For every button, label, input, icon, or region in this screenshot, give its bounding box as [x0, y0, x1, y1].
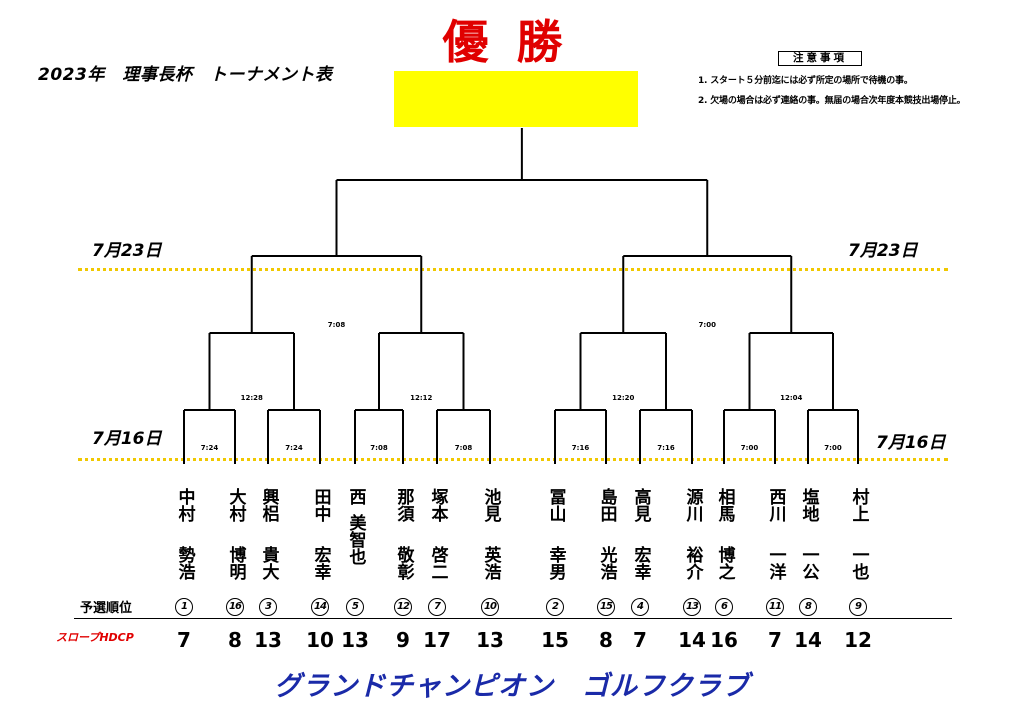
player-given-name: 一洋: [765, 546, 786, 580]
player-given-name: 幸男: [545, 546, 566, 580]
notes-panel: 注意事項 1. スタート５分前迄には必ず所定の場所で待機の事。 2. 欠場の場合…: [698, 46, 998, 106]
dotted-line-semis: [78, 268, 948, 271]
player-seed: 12: [394, 598, 412, 616]
player-seed: 8: [799, 598, 817, 616]
player-given-name: 裕介: [682, 546, 703, 580]
player-seed: 2: [546, 598, 564, 616]
player-surname: 村上: [848, 488, 869, 522]
player-given-name: 勢浩: [174, 546, 195, 580]
match-time-sf: 7:08: [327, 321, 346, 329]
winner-label: 優勝: [442, 15, 591, 69]
player-surname: 源川: [682, 488, 703, 522]
winner-box: [394, 71, 638, 127]
player-given-name: 宏幸: [630, 546, 651, 580]
seed-underline: [74, 618, 952, 619]
player-given-name: 宏幸: [310, 546, 331, 580]
player-given-name: 一公: [798, 546, 819, 580]
date-round1-right: 7月16日: [876, 433, 946, 453]
match-time-r1: 7:16: [657, 444, 675, 452]
player-hdcp: 13: [254, 628, 282, 652]
player-hdcp: 7: [633, 628, 647, 652]
player-hdcp: 12: [844, 628, 872, 652]
player-surname: 塩地: [798, 488, 819, 522]
player-hdcp: 9: [396, 628, 410, 652]
player-hdcp: 13: [476, 628, 504, 652]
player-surname: 那須: [393, 488, 414, 522]
player-given-name: 貴大: [258, 546, 279, 580]
player-surname: 西川: [765, 488, 786, 522]
match-time-r1: 7:00: [740, 444, 759, 452]
player-given-name: 敬彰: [393, 546, 414, 580]
match-time-r1: 7:00: [824, 444, 842, 452]
player-given-name: 美智也: [345, 514, 366, 565]
player-surname: 興梠: [258, 488, 279, 522]
match-time-qf: 12:04: [780, 394, 803, 402]
player-surname: 池見: [480, 488, 501, 522]
player-seed: 14: [311, 598, 329, 616]
notes-heading: 注意事項: [778, 51, 862, 66]
player-hdcp: 14: [678, 628, 706, 652]
player-surname: 大村: [225, 488, 246, 522]
player-surname: 冨山: [545, 488, 566, 522]
player-seed: 5: [346, 598, 364, 616]
match-time-r1: 7:24: [200, 444, 219, 452]
player-seed: 13: [683, 598, 701, 616]
player-hdcp: 8: [228, 628, 242, 652]
match-time-r1: 7:08: [370, 444, 388, 452]
player-given-name: 英浩: [480, 546, 501, 580]
match-time-r1: 7:16: [571, 444, 590, 452]
player-surname: 相馬: [714, 488, 735, 522]
player-hdcp: 8: [599, 628, 613, 652]
match-time-qf: 12:28: [240, 394, 263, 402]
player-surname: 島田: [596, 488, 617, 522]
match-time-qf: 12:12: [410, 394, 433, 402]
player-surname: 高見: [630, 488, 651, 522]
player-hdcp: 7: [177, 628, 191, 652]
match-time-r1: 7:08: [454, 444, 473, 452]
player-surname: 中村: [174, 488, 195, 522]
hdcp-row-label: スロープHDCP: [56, 631, 134, 644]
player-hdcp: 16: [710, 628, 738, 652]
player-surname: 西: [345, 488, 366, 505]
seed-row-label: 予選順位: [80, 601, 133, 616]
player-seed: 15: [597, 598, 615, 616]
match-time-qf: 12:20: [612, 394, 635, 402]
player-given-name: 博之: [714, 546, 735, 580]
dotted-line-round1: [78, 458, 948, 461]
player-seed: 9: [849, 598, 867, 616]
player-given-name: 啓二: [427, 546, 448, 580]
player-hdcp: 7: [768, 628, 782, 652]
player-seed: 3: [259, 598, 277, 616]
note-item-1: 1. スタート５分前迄には必ず所定の場所で待機の事。: [698, 76, 913, 86]
player-hdcp: 17: [423, 628, 451, 652]
player-seed: 1: [175, 598, 193, 616]
match-time-r1: 7:24: [285, 444, 303, 452]
player-given-name: 一也: [848, 546, 869, 580]
player-surname: 塚本: [427, 488, 448, 522]
player-seed: 6: [715, 598, 733, 616]
player-surname: 田中: [310, 488, 331, 522]
date-semis-left: 7月23日: [92, 241, 162, 261]
match-time-sf: 7:00: [698, 321, 716, 329]
player-seed: 11: [766, 598, 784, 616]
player-hdcp: 14: [794, 628, 822, 652]
date-round1-left: 7月16日: [92, 429, 162, 449]
date-semis-right: 7月23日: [848, 241, 918, 261]
player-given-name: 光浩: [596, 546, 617, 580]
player-hdcp: 13: [341, 628, 369, 652]
player-hdcp: 15: [541, 628, 569, 652]
player-seed: 7: [428, 598, 446, 616]
note-item-2: 2. 欠場の場合は必ず連絡の事。無届の場合次年度本競技出場停止。: [698, 96, 966, 106]
player-given-name: 博明: [225, 546, 246, 580]
player-seed: 10: [481, 598, 499, 616]
club-logo: グランドチャンピオン ゴルフクラブ: [274, 671, 750, 702]
player-seed: 4: [631, 598, 649, 616]
player-hdcp: 10: [306, 628, 334, 652]
player-seed: 16: [226, 598, 244, 616]
document-title: 2023年 理事長杯 トーナメント表: [38, 65, 333, 85]
